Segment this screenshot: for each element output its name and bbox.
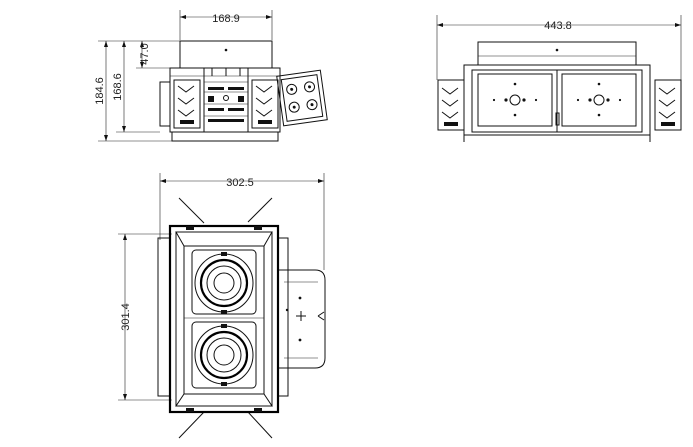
plan-housing — [168, 224, 280, 414]
side-junction-box — [276, 69, 328, 127]
dim-front-width-label: 443.8 — [544, 20, 572, 32]
plan-spring-clips — [178, 197, 273, 439]
dim-top-width-label: 168.9 — [212, 13, 240, 25]
dim-plan-length: 301.4 — [118, 233, 172, 401]
dim-plan-width-label: 302.5 — [226, 177, 254, 189]
front-flange — [477, 41, 637, 66]
dim-body-height-label: 168.6 — [112, 73, 124, 101]
side-flange — [179, 40, 273, 69]
side-view: 168.9 184.6 168.6 47.0 — [94, 10, 328, 142]
dim-plan-width: 302.5 — [159, 173, 325, 270]
dim-front-width: 443.8 — [436, 15, 682, 80]
plan-view: 302.5 301.4 — [118, 173, 326, 439]
plan-downlight-lower — [191, 321, 257, 389]
plan-rail-right — [277, 237, 289, 397]
dim-side-heights: 184.6 168.6 47.0 — [94, 40, 230, 142]
dim-top-width: 168.9 — [179, 10, 273, 40]
side-body — [159, 67, 281, 142]
dim-overall-height-label: 184.6 — [94, 77, 106, 105]
plan-junction-box — [278, 269, 326, 369]
front-clamp-right — [649, 79, 682, 142]
front-housing — [463, 64, 651, 136]
front-clamp-left — [437, 79, 465, 142]
plan-rail-left — [157, 237, 171, 397]
plan-downlight-upper — [191, 249, 257, 315]
dim-plan-length-label: 301.4 — [120, 303, 132, 331]
front-view: 443.8 — [436, 15, 682, 142]
dim-flange-depth-label: 47.0 — [139, 43, 151, 64]
